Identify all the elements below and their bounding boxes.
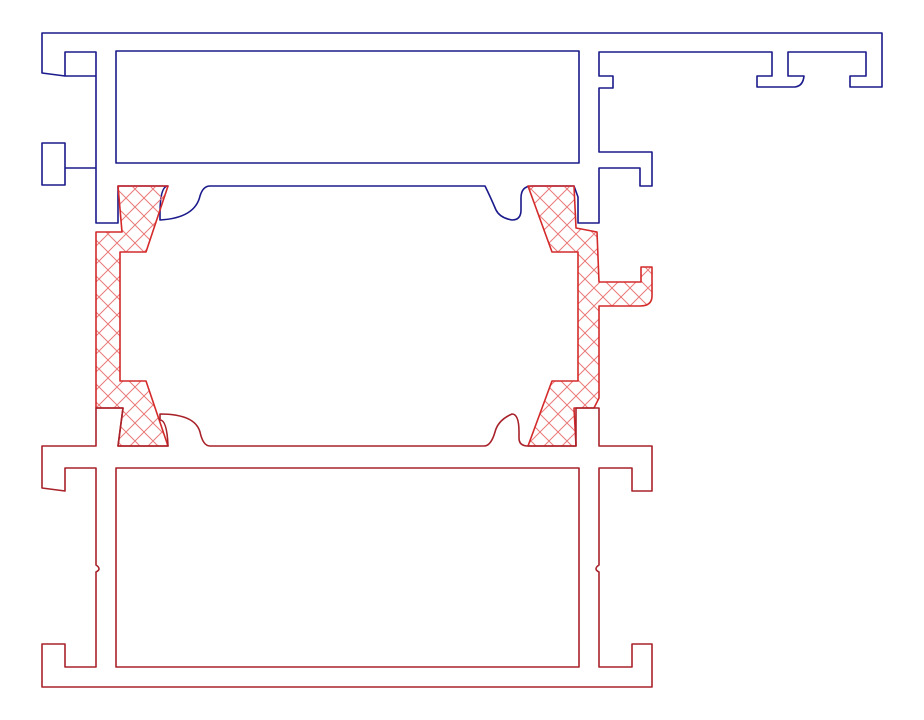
lower-profile-outer-outline (41, 407, 653, 688)
upper-aluminium-profile (41, 32, 883, 224)
upper-profile-outer-outline (41, 32, 883, 224)
thermal-break-left-strip (95, 185, 169, 447)
lower-profile-inner-chamber (115, 467, 580, 668)
thermal-break-insulator (95, 185, 653, 447)
lower-aluminium-profile (41, 407, 653, 688)
thermal-break-right-strip (527, 185, 653, 447)
upper-profile-inner-chamber (115, 50, 580, 164)
